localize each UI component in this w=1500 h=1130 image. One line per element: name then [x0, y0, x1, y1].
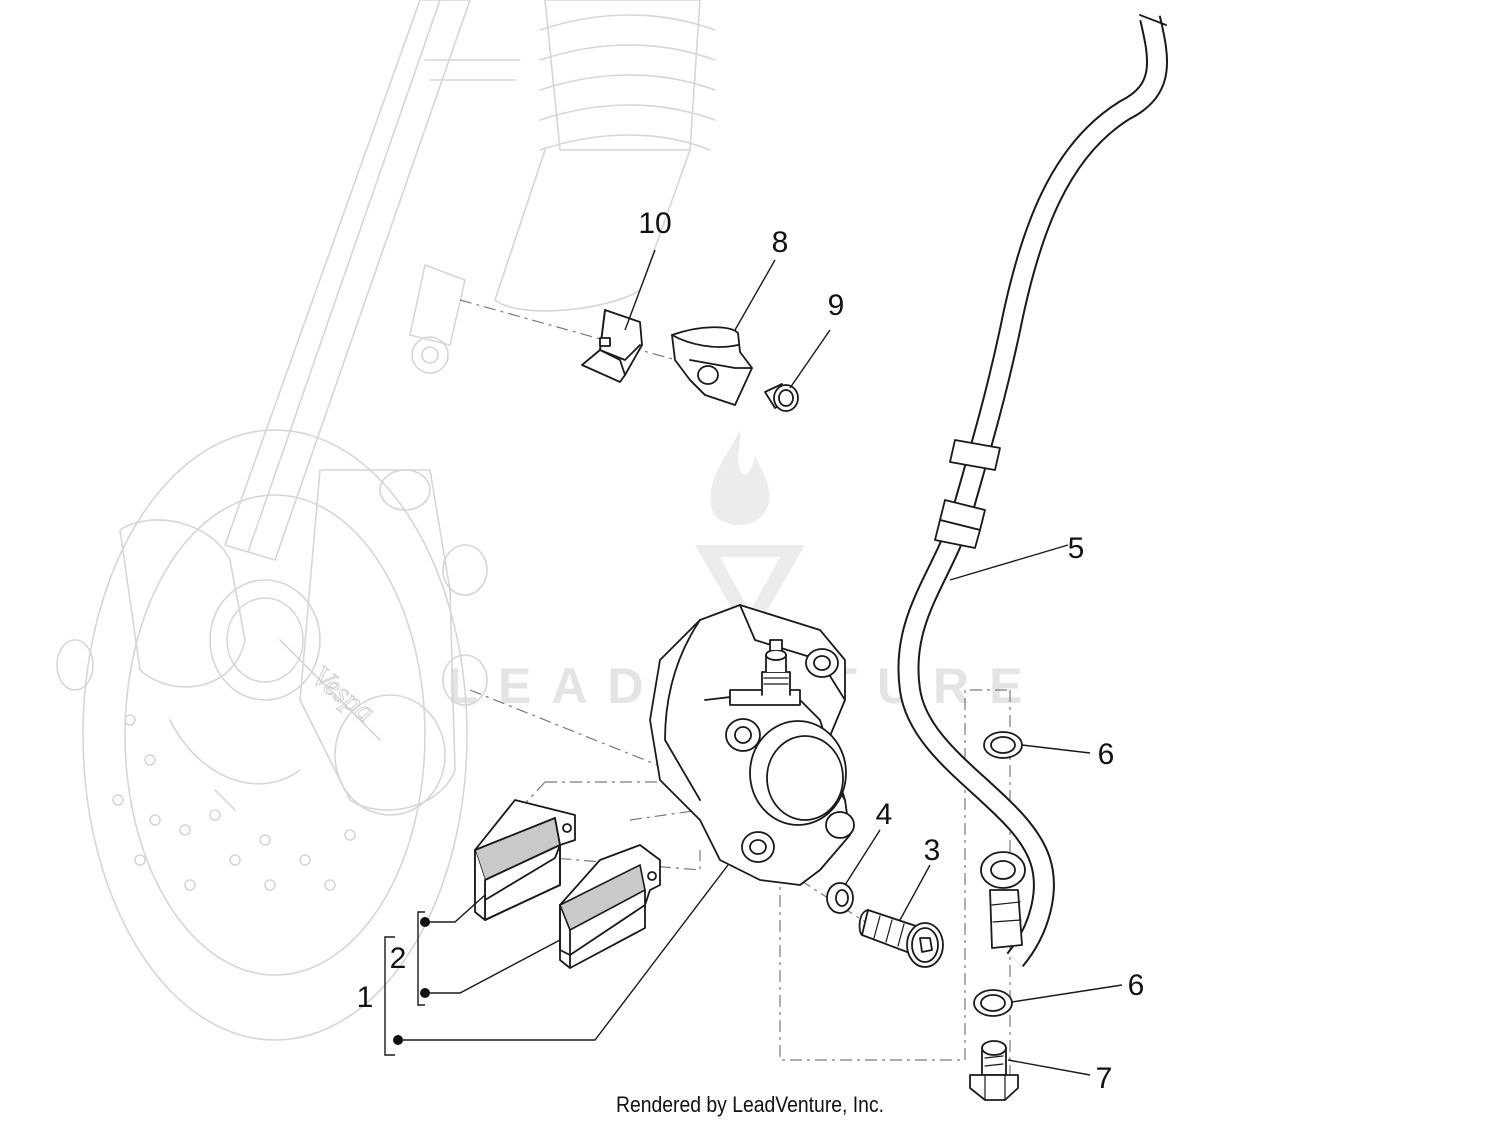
brake-pads [474, 799, 661, 969]
washer-6-bottom [973, 989, 1013, 1017]
callout-5: 5 [1068, 532, 1085, 565]
callout-dot [393, 1035, 403, 1045]
flame-logo-icon [710, 430, 770, 526]
brake-disc [82, 429, 468, 1041]
brake-disc-inner [124, 494, 426, 976]
leader-lines [384, 249, 1123, 1076]
callout-1: 1 [357, 981, 374, 1014]
screw-9 [764, 383, 799, 412]
bolt-3 [858, 909, 944, 968]
callout-6-top: 6 [1098, 738, 1115, 771]
brake-caliper [649, 604, 855, 886]
footer-credit: Rendered by LeadVenture, Inc. [615, 1092, 885, 1117]
hose-clip-10 [581, 309, 643, 383]
disc-holes [112, 714, 356, 891]
fork-tube [224, 0, 471, 561]
fork-mount-tab [409, 264, 466, 346]
callout-6-bottom: 6 [1128, 969, 1145, 1002]
hose-bracket-8 [671, 326, 753, 406]
hub-ghost [119, 519, 246, 688]
callout-7: 7 [1096, 1062, 1113, 1095]
caliper-ghost [299, 469, 456, 811]
callout-dot [420, 988, 430, 998]
washer-4 [826, 882, 854, 914]
callout-10: 10 [638, 207, 671, 240]
callout-2: 2 [390, 942, 407, 975]
callout-8: 8 [772, 226, 789, 259]
callout-9: 9 [828, 289, 845, 322]
washer-6-top [983, 731, 1023, 759]
callout-dot [420, 917, 430, 927]
vespa-logo: Vespa [306, 660, 381, 729]
callout-3: 3 [924, 834, 941, 867]
callout-4: 4 [876, 798, 893, 831]
banjo-bolt-7 [969, 1040, 1019, 1101]
callout-labels: 10 8 9 5 6 4 3 6 7 2 1 [357, 207, 1145, 1095]
brake-hose [897, 14, 1168, 968]
v-logo-icon [695, 545, 805, 640]
